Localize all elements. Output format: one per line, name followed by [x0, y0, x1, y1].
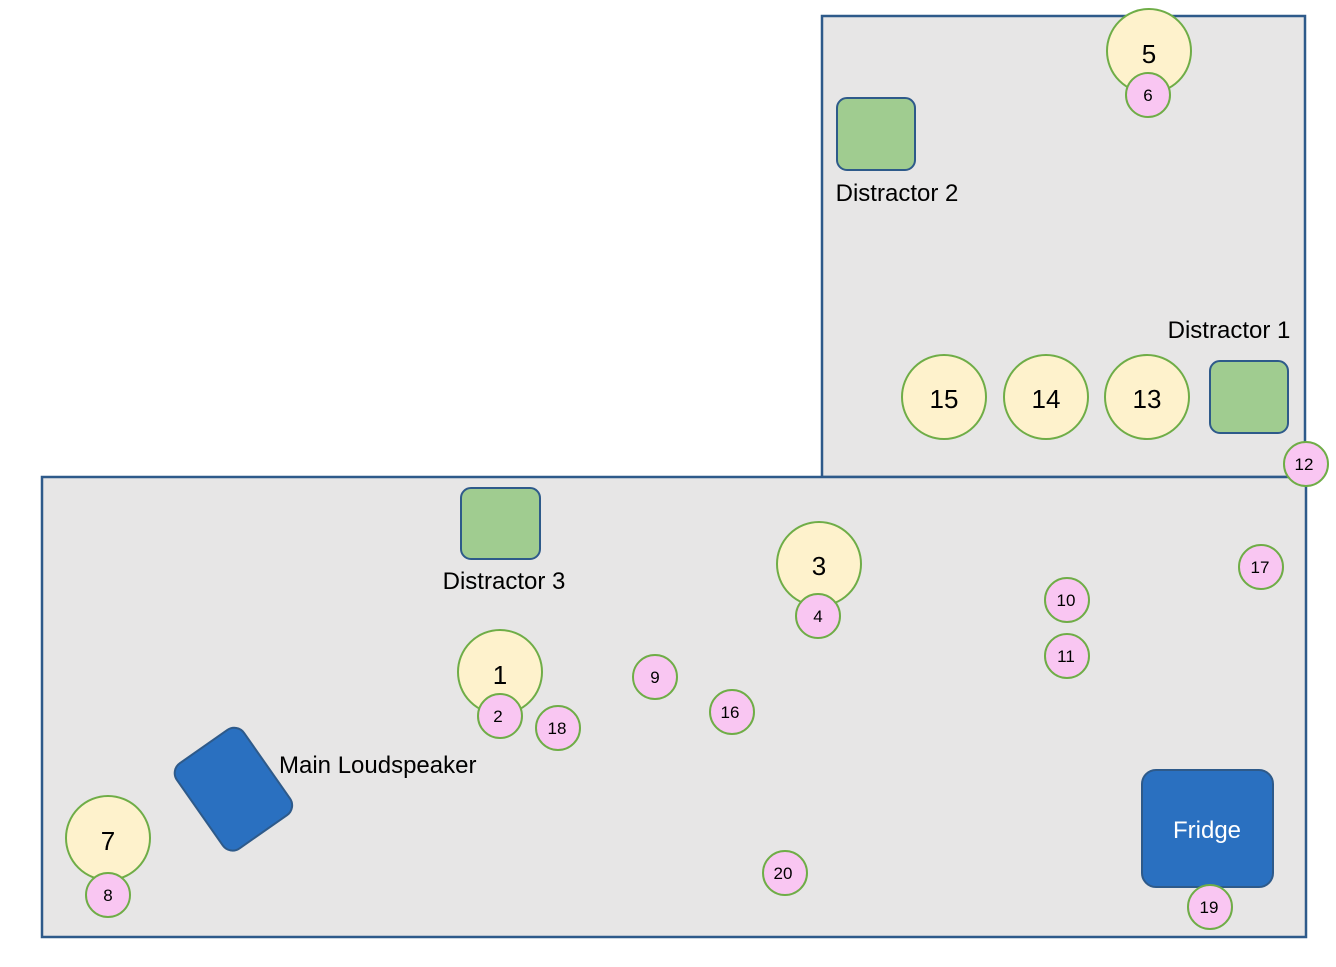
position-12-circle	[1283, 441, 1329, 487]
position-16-label: 16	[721, 703, 740, 722]
position-4-label: 4	[813, 607, 822, 626]
position-6-label: 6	[1143, 86, 1152, 105]
distractor-3-box	[460, 487, 541, 560]
position-18-circle	[535, 705, 581, 751]
position-14-circle	[1003, 354, 1089, 440]
position-11-circle	[1044, 633, 1090, 679]
position-17-label: 17	[1251, 558, 1270, 577]
main-loudspeaker-label: Main Loudspeaker	[279, 752, 476, 779]
position-20-label: 20	[774, 864, 793, 883]
position-19-circle	[1187, 884, 1233, 930]
main-loudspeaker	[173, 726, 294, 852]
position-15-circle	[901, 354, 987, 440]
position-9-label: 9	[650, 668, 659, 687]
position-5-label: 5	[1142, 39, 1156, 69]
fridge-label: Fridge	[1173, 817, 1241, 844]
position-13-circle	[1104, 354, 1190, 440]
position-17-circle	[1238, 544, 1284, 590]
distractor-2-label: Distractor 2	[836, 180, 959, 207]
position-1-label: 1	[493, 660, 507, 690]
position-9-circle	[632, 654, 678, 700]
lower-room	[40, 475, 1308, 939]
position-2-circle	[477, 693, 523, 739]
position-10-label: 10	[1057, 591, 1076, 610]
position-13-label: 13	[1133, 384, 1162, 414]
position-3-label: 3	[812, 551, 826, 581]
position-20-circle	[762, 850, 808, 896]
distractor-2-box	[836, 97, 916, 171]
distractor-3-label: Distractor 3	[443, 568, 566, 595]
position-4-circle	[795, 593, 841, 639]
position-12-label: 12	[1295, 455, 1314, 474]
position-6-circle	[1125, 72, 1171, 118]
position-19-label: 19	[1200, 898, 1219, 917]
position-10-circle	[1044, 577, 1090, 623]
position-8-label: 8	[103, 886, 112, 905]
position-18-label: 18	[548, 719, 567, 738]
position-14-label: 14	[1032, 384, 1061, 414]
position-11-label: 11	[1057, 647, 1075, 666]
distractor-1-box	[1209, 360, 1289, 434]
position-16-circle	[709, 689, 755, 735]
distractor-1-label: Distractor 1	[1168, 317, 1291, 344]
position-15-label: 15	[930, 384, 959, 414]
position-2-label: 2	[493, 707, 502, 726]
position-7-label: 7	[101, 826, 115, 856]
position-8-circle	[85, 872, 131, 918]
